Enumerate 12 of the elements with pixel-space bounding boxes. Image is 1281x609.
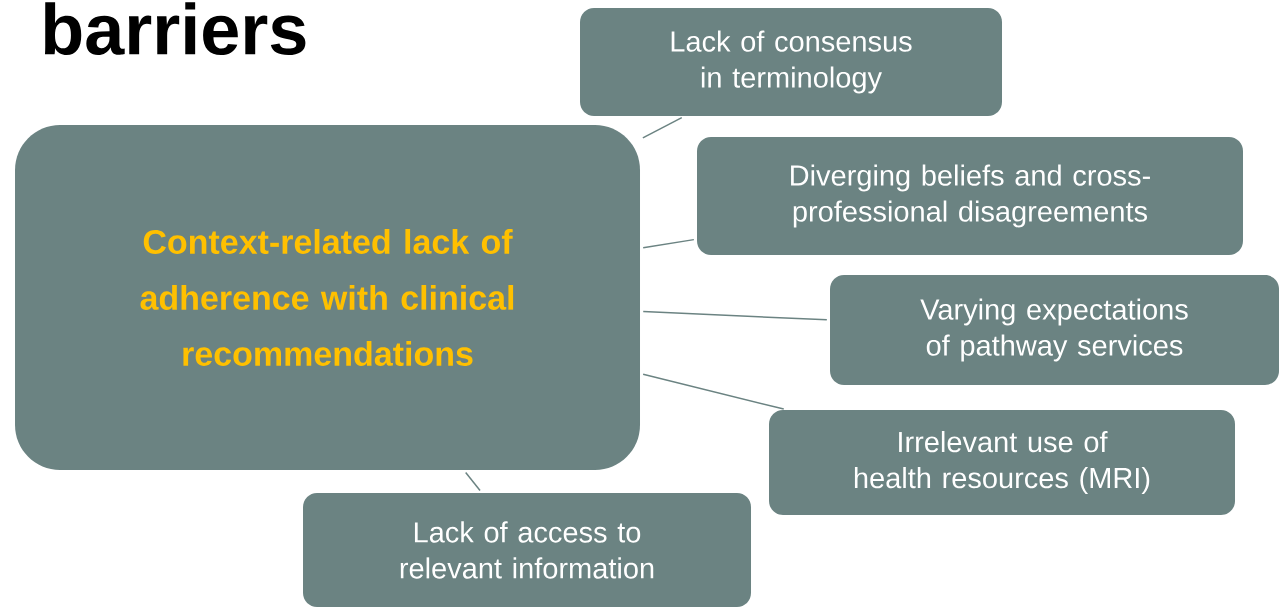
barrier-box: Varying expectations of pathway services [830,275,1279,385]
title: barriers [44,2,306,56]
connector-line [642,116,683,139]
connector-line [642,310,828,321]
barrier-box: Lack of consensus in terminology [580,8,1002,116]
barrier-box: Lack of access to relevant information [303,493,751,607]
connector-line [642,373,785,410]
connector-line [642,238,695,249]
barrier-box: Irrelevant use of health resources (MRI) [769,410,1235,515]
topic-box: Context-related lack of adherence with clinical recommendations [15,125,640,470]
connector-line [464,471,481,492]
barrier-box: Diverging beliefs and cross-professional disagreements [697,137,1243,255]
